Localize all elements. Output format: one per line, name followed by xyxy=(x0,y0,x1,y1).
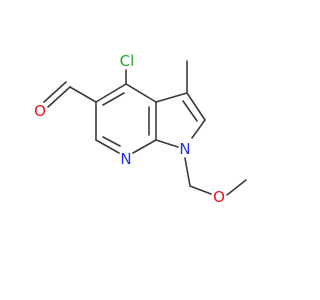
chlorine-label: Cl xyxy=(120,52,135,70)
bond-c3a-c3 xyxy=(155,92,188,103)
bond-cho-o-double-b xyxy=(43,81,67,103)
bond-c2-n1 xyxy=(191,119,206,139)
bond-c3-c2-inner xyxy=(182,100,198,122)
bond-cho-o-double-a xyxy=(47,86,71,108)
bond-n1-c7a xyxy=(155,139,179,148)
bond-c3-c2 xyxy=(186,92,206,121)
bond-o-ch3 xyxy=(226,179,247,196)
bond-ch2-o xyxy=(189,185,212,195)
bond-c6-n7 xyxy=(95,139,120,154)
bond-c3a-c4 xyxy=(125,83,157,103)
structure-canvas: O Cl N N O xyxy=(34,52,247,206)
bond-c6-n7-inner xyxy=(102,136,121,147)
nitrogen-pyridine-label: N xyxy=(120,150,131,168)
bond-n7-c7a xyxy=(132,139,157,154)
nitrogen-pyrrole-label: N xyxy=(179,140,190,158)
bond-n1-ch2 xyxy=(184,157,191,187)
bond-c4-c5-inner xyxy=(102,92,125,106)
oxygen-ether-label: O xyxy=(213,188,225,206)
oxygen-aldehyde-label: O xyxy=(34,102,46,120)
bond-c4-c5 xyxy=(95,83,127,103)
molecule-structure: O Cl N N O xyxy=(34,52,247,206)
bond-c5-cho xyxy=(69,86,97,103)
